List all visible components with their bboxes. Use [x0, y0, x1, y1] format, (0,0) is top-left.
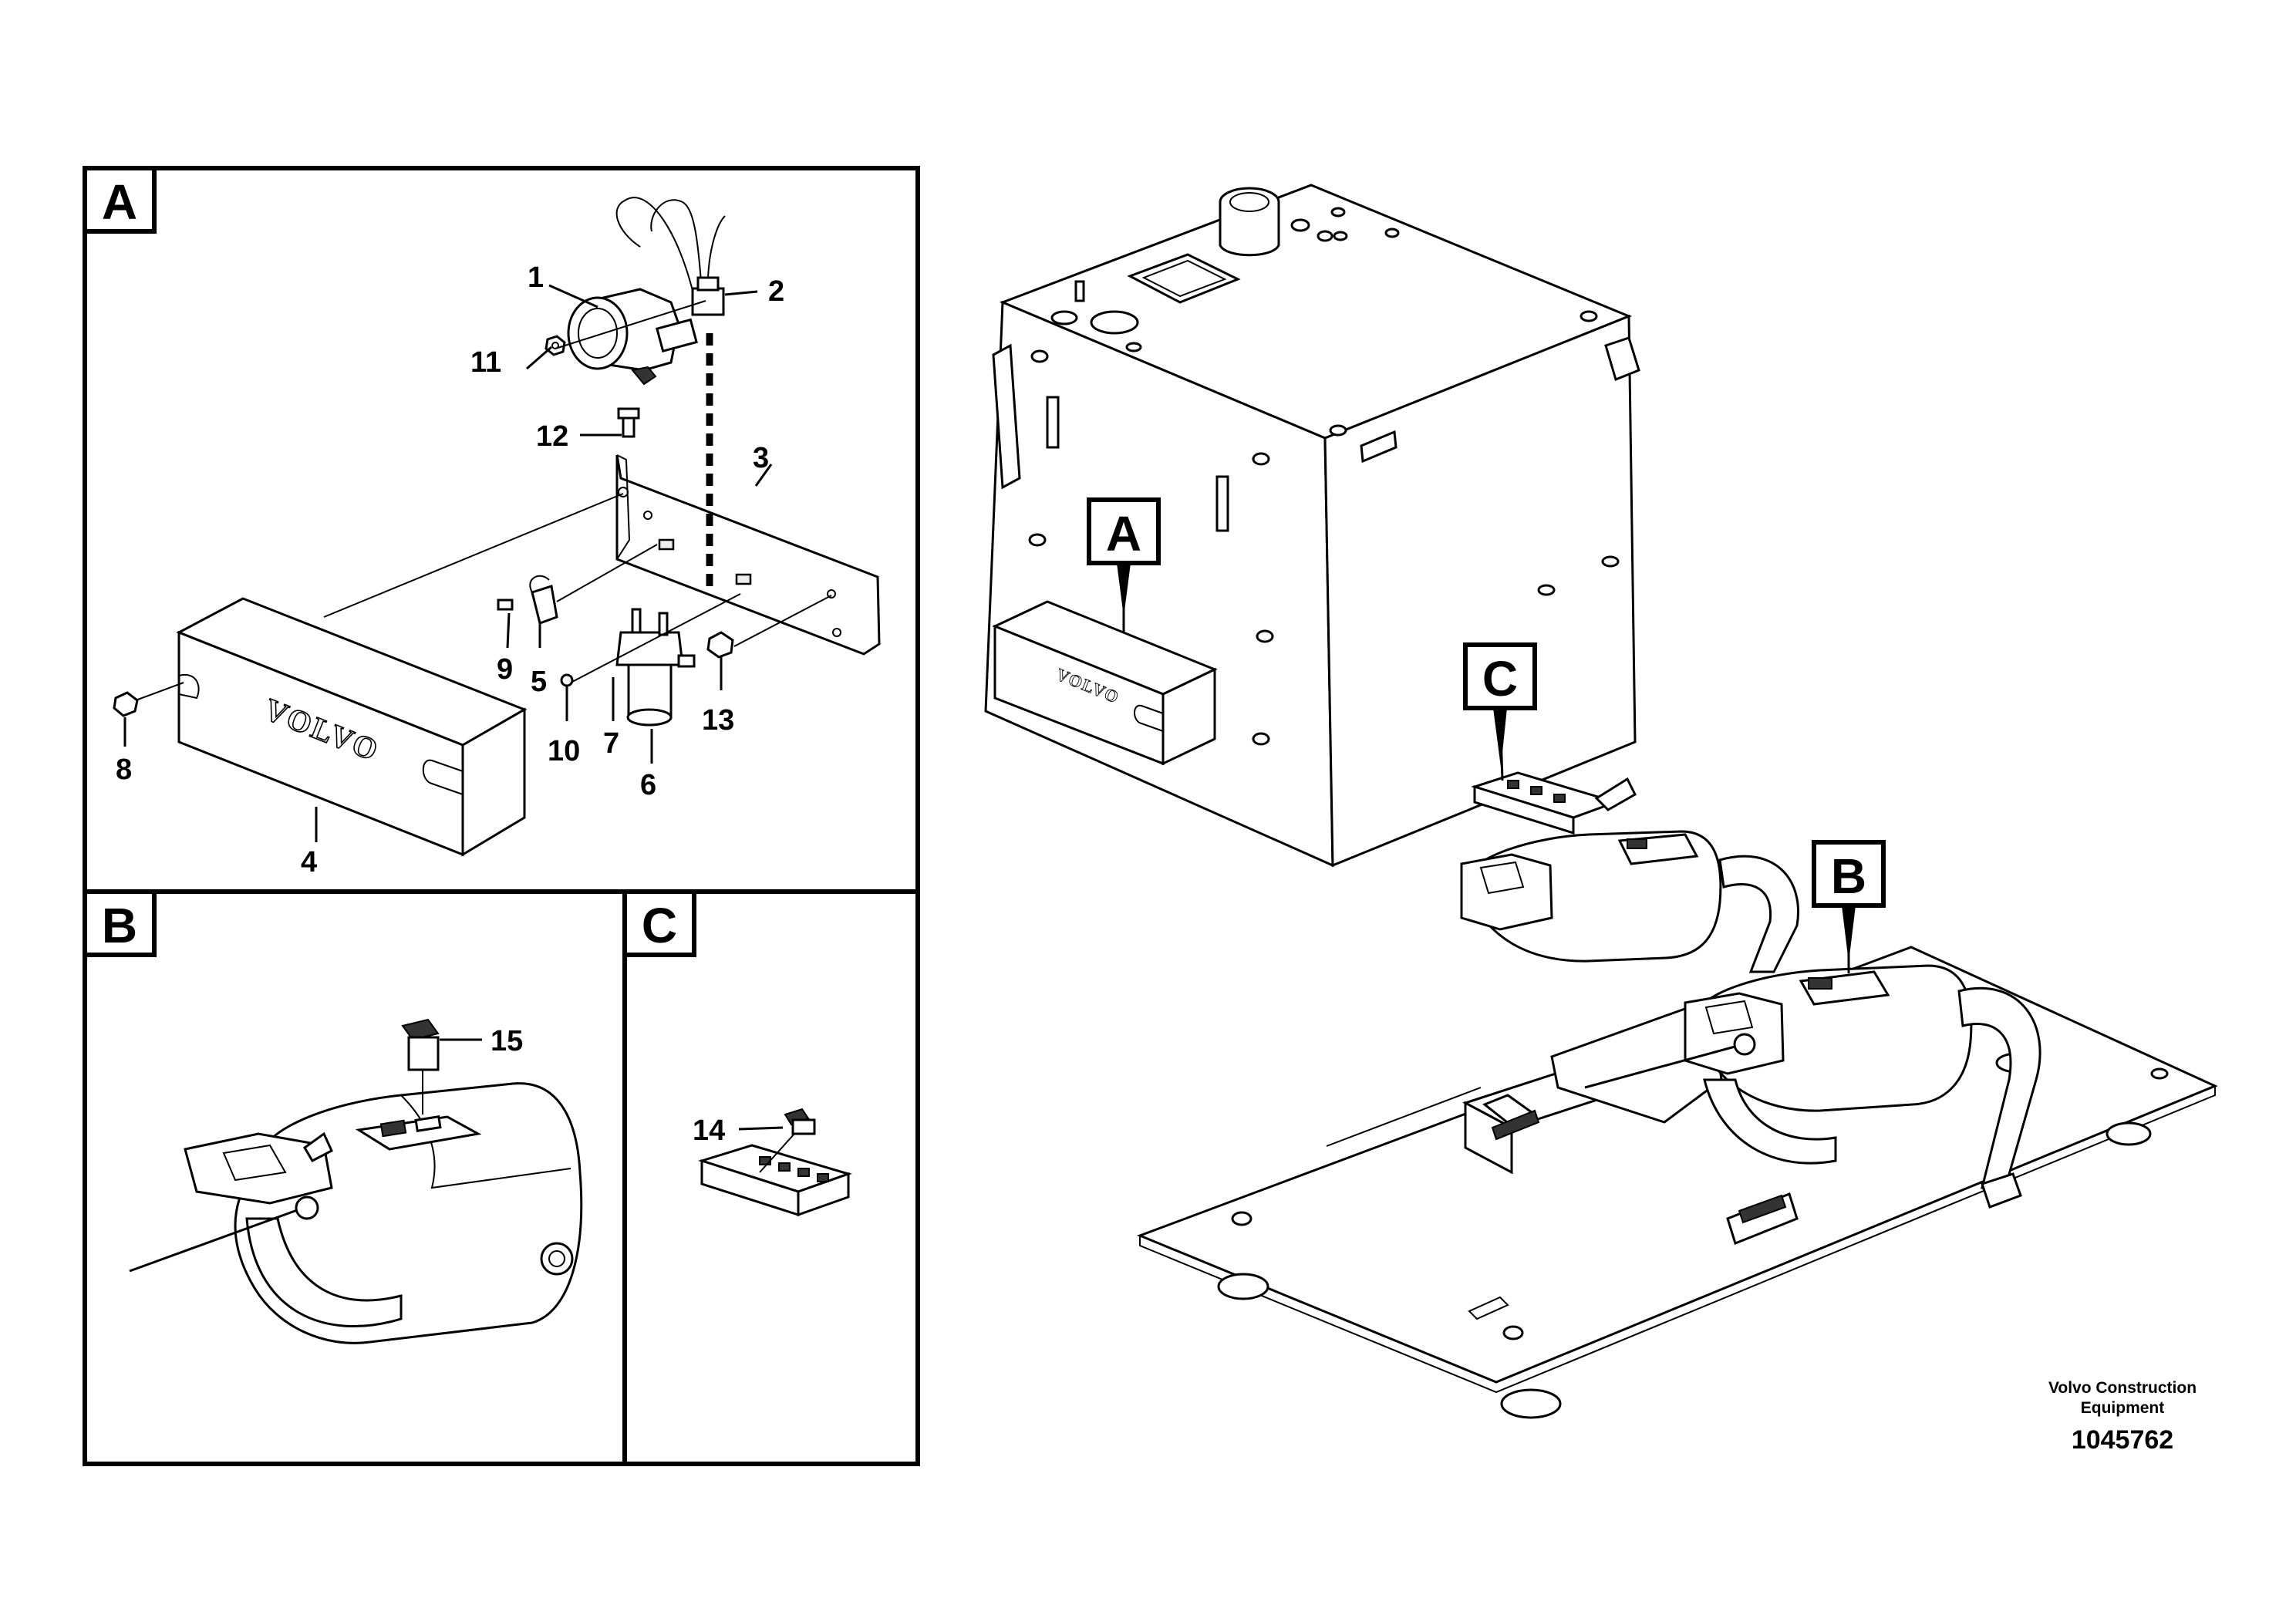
cover-box-drawing: VOLVO [176, 597, 528, 857]
clip-drawing [497, 575, 558, 625]
panel-c-frame [622, 889, 920, 1466]
relay-drawing [560, 608, 696, 727]
bolts-drawing [113, 631, 734, 717]
overview-switch-block-drawing [1471, 771, 1637, 835]
panel-a-leaders [123, 284, 832, 842]
switch-14-drawing [759, 1108, 816, 1173]
callout-c: C [1463, 642, 1537, 781]
panel-b-label: B [102, 898, 137, 953]
part-ref-2: 2 [768, 275, 784, 308]
switch-block-drawing [697, 1144, 852, 1217]
panel-a-tag: A [83, 166, 157, 234]
part-ref-13: 13 [702, 704, 734, 737]
connector-drawing [691, 215, 726, 316]
panel-frames [83, 166, 920, 1466]
seat-base-drawing [1462, 997, 1799, 1245]
part-ref-5: 5 [531, 666, 547, 698]
part-ref-6: 6 [640, 769, 656, 801]
callout-b: B [1812, 840, 1886, 973]
part-ref-11: 11 [470, 346, 501, 379]
callout-a: A [1087, 497, 1161, 632]
part-ref-1: 1 [528, 261, 544, 294]
part-ref-3: 3 [753, 442, 769, 474]
callout-c-label: C [1482, 651, 1518, 706]
buzzer-drawing [567, 197, 703, 386]
panel-c-label: C [642, 898, 677, 953]
drawing-number: 1045762 [2072, 1425, 2173, 1455]
panel-b-tag: B [83, 889, 157, 957]
nut-and-screw-drawing [544, 335, 640, 438]
joystick-console-drawing [129, 1082, 583, 1344]
part-ref-4: 4 [301, 846, 317, 878]
panel-c-tag: C [622, 889, 696, 957]
company-name-line-2: Equipment [2081, 1399, 2165, 1417]
left-console-drawing [1460, 830, 1799, 973]
bracket-plate-drawing [615, 454, 881, 656]
callout-a-label: A [1106, 506, 1141, 561]
part-ref-8: 8 [116, 754, 132, 786]
panel-a-label: A [102, 174, 137, 230]
tank-drawing: VOLVO [984, 184, 1640, 868]
right-console-drawing [1584, 964, 2041, 1209]
part-ref-7: 7 [603, 727, 619, 760]
part-ref-10: 10 [548, 735, 580, 767]
part-ref-12: 12 [536, 420, 568, 453]
callout-b-label: B [1831, 848, 1866, 904]
company-name-line-1: Volvo Construction [2048, 1379, 2197, 1397]
part-ref-15: 15 [491, 1025, 523, 1057]
part-ref-9: 9 [497, 653, 513, 686]
leader-14 [738, 1126, 784, 1131]
rocker-switch-15-drawing [401, 1018, 440, 1114]
part-ref-14: 14 [693, 1114, 725, 1147]
